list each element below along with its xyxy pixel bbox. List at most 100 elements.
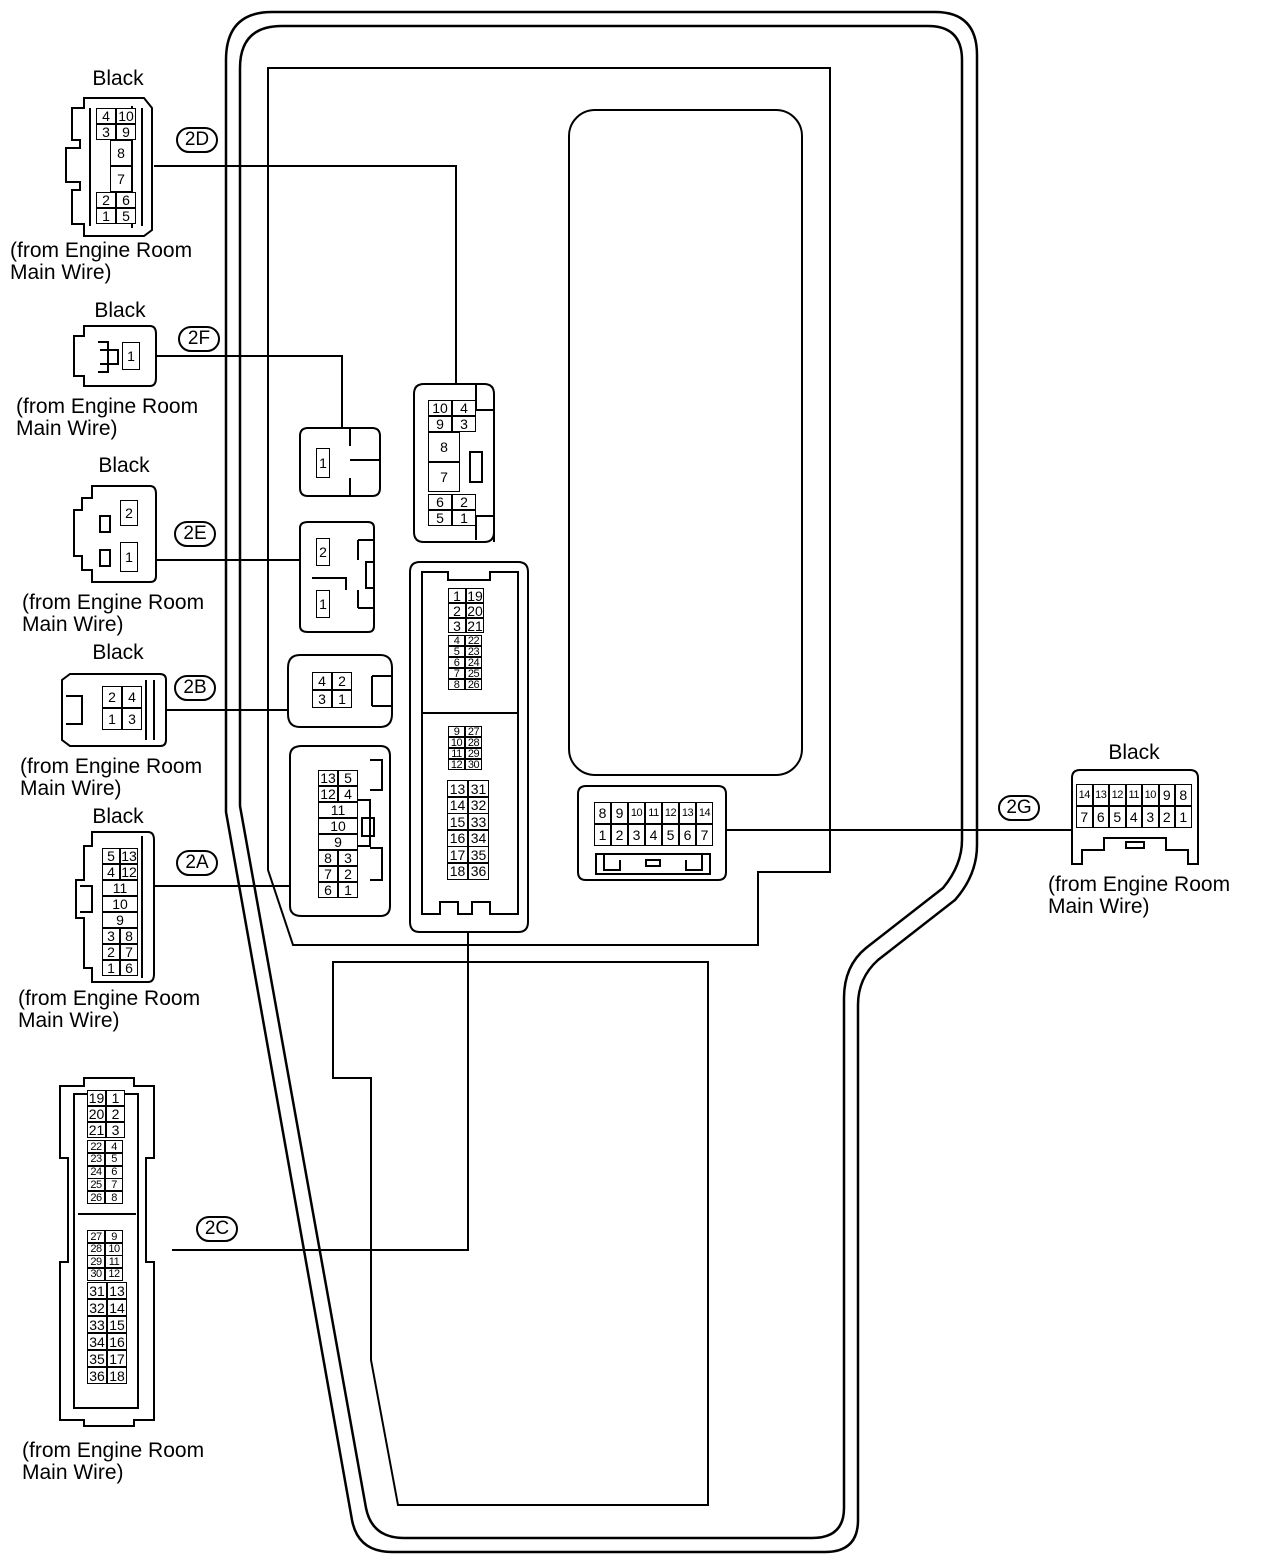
socket-2F (299, 427, 381, 497)
pin-2D-left-3: 3 (96, 124, 116, 140)
pin-2C-box-31: 31 (468, 780, 489, 797)
pin-2C-left-13: 13 (107, 1282, 127, 1299)
pin-2C-box-12: 12 (448, 759, 465, 770)
pin-2C-box-8: 8 (448, 679, 465, 690)
pin-2C-left-20: 20 (87, 1106, 106, 1122)
pin-2C-box-20: 20 (466, 603, 484, 618)
tag-2A: 2A (176, 850, 218, 876)
pin-2C-left-18: 18 (107, 1367, 127, 1384)
pin-2C-box-25: 25 (465, 668, 482, 679)
pin-2B-box-4: 4 (312, 672, 332, 690)
pin-2G-right-12: 12 (1109, 784, 1126, 806)
pin-2C-left-12: 12 (105, 1267, 123, 1281)
pin-2B-left-1: 1 (102, 708, 122, 730)
socket-2A (289, 745, 391, 917)
pin-2D-left-5: 5 (116, 208, 136, 224)
color-label-2F: Black (94, 299, 146, 322)
pin-2D-left-6: 6 (116, 192, 136, 208)
pin-2A-box-5: 5 (338, 770, 358, 786)
pin-2E-left-2: 2 (120, 500, 138, 526)
pin-2G-box-10: 10 (628, 802, 645, 824)
pin-2A-left-5: 5 (102, 848, 120, 864)
pin-2C-box-5: 5 (448, 646, 465, 657)
pin-2F-left-1: 1 (122, 342, 140, 370)
pin-2G-right-9: 9 (1158, 784, 1175, 806)
pin-2C-left-30: 30 (87, 1267, 105, 1281)
pin-2C-box-19: 19 (466, 588, 484, 603)
pin-2A-box-1: 1 (338, 882, 358, 898)
pin-2A-left-10: 10 (102, 896, 138, 912)
socket-2C (409, 561, 529, 933)
pin-2G-right-2: 2 (1158, 806, 1175, 828)
pin-2C-left-34: 34 (87, 1333, 107, 1350)
pin-2C-box-9: 9 (448, 726, 465, 737)
pin-2G-right-14: 14 (1076, 784, 1093, 806)
pin-2C-box-28: 28 (465, 737, 482, 748)
pin-2D-left-8: 8 (110, 140, 132, 166)
pin-2C-box-29: 29 (465, 748, 482, 759)
socket-2D (413, 383, 495, 543)
leader-2F (156, 355, 343, 428)
pin-2B-box-1: 1 (332, 690, 352, 708)
pin-2C-box-6: 6 (448, 657, 465, 668)
pin-2F-box-1: 1 (316, 448, 330, 478)
tag-2B: 2B (174, 675, 216, 701)
pin-2A-box-11: 11 (318, 802, 358, 818)
pin-2C-box-13: 13 (447, 780, 468, 797)
pin-2G-box-6: 6 (679, 824, 696, 846)
connector-2A-body (75, 831, 155, 983)
pin-2G-right-13: 13 (1092, 784, 1109, 806)
pin-2C-box-35: 35 (468, 846, 489, 863)
pin-2D-box-4: 4 (452, 400, 476, 416)
pin-2G-right-10: 10 (1142, 784, 1159, 806)
pin-2G-box-8: 8 (594, 802, 611, 824)
pin-2C-left-11: 11 (105, 1255, 123, 1268)
pin-2C-left-32: 32 (87, 1299, 107, 1316)
pin-2A-box-12: 12 (318, 786, 338, 802)
pin-2A-box-9: 9 (318, 834, 358, 850)
connector-2D-body (65, 97, 153, 237)
connector-2B-body (61, 673, 167, 747)
pin-2C-box-27: 27 (465, 726, 482, 737)
pin-2G-right-4: 4 (1125, 806, 1142, 828)
pin-2C-left-1: 1 (106, 1090, 125, 1106)
pin-2G-right-7: 7 (1076, 806, 1093, 828)
pin-2D-box-2: 2 (452, 494, 476, 510)
pin-2C-left-21: 21 (87, 1122, 106, 1138)
tag-2F: 2F (178, 326, 220, 352)
connector-2C-body (59, 1077, 155, 1427)
pin-2A-box-3: 3 (338, 850, 358, 866)
pin-2D-left-2: 2 (96, 192, 116, 208)
pin-2D-box-3: 3 (452, 416, 476, 432)
color-label-2B: Black (92, 641, 144, 664)
pin-2A-left-13: 13 (120, 848, 138, 864)
pin-2C-box-36: 36 (468, 862, 489, 880)
color-label-2E: Black (98, 454, 150, 477)
pin-2D-box-1: 1 (452, 510, 476, 526)
pin-2E-left-1: 1 (120, 542, 138, 572)
pin-2A-left-11: 11 (102, 880, 138, 896)
pin-2C-left-2: 2 (106, 1106, 125, 1122)
pin-2C-box-1: 1 (448, 588, 466, 603)
pin-2G-box-14: 14 (696, 802, 713, 824)
pin-2A-left-7: 7 (120, 944, 138, 960)
pin-2G-box-7: 7 (696, 824, 713, 846)
pin-2B-left-2: 2 (102, 686, 122, 708)
pin-2G-right-5: 5 (1109, 806, 1126, 828)
pin-2C-left-27: 27 (87, 1230, 105, 1243)
pin-2C-left-22: 22 (87, 1140, 105, 1153)
pin-2C-box-24: 24 (465, 657, 482, 668)
pin-2C-box-32: 32 (468, 796, 489, 814)
pin-2C-box-21: 21 (466, 618, 484, 633)
pin-2C-left-29: 29 (87, 1255, 105, 1268)
pin-2C-left-19: 19 (87, 1090, 106, 1106)
pin-2C-left-36: 36 (87, 1367, 107, 1384)
pin-2C-box-10: 10 (448, 737, 465, 748)
pin-2B-left-3: 3 (122, 708, 142, 730)
pin-2C-box-16: 16 (447, 829, 468, 847)
pin-2A-left-4: 4 (102, 864, 120, 880)
pin-2C-left-6: 6 (105, 1165, 123, 1179)
